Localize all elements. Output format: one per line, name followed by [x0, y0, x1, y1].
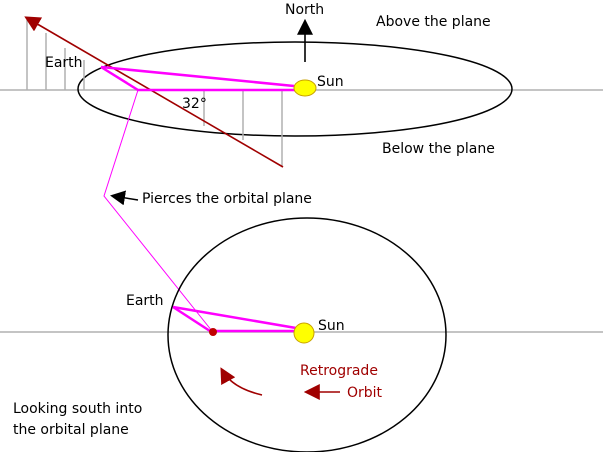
- looking-south-label-1: Looking south into: [13, 401, 142, 417]
- looking-south-label-2: the orbital plane: [13, 422, 129, 438]
- orbital-ellipse-bottom: [167, 217, 447, 452]
- earth-dot: [209, 328, 217, 336]
- piercing-path: [103, 89, 213, 332]
- orbit-label: Orbit: [347, 385, 383, 401]
- angle-label: 32°: [182, 96, 207, 112]
- sun-label-bottom: Sun: [318, 318, 345, 334]
- below-plane-label: Below the plane: [382, 141, 495, 157]
- retrograde-curve-arrow: [220, 367, 263, 396]
- sun-label-top: Sun: [317, 74, 344, 90]
- radius-lines-bottom: [172, 305, 297, 333]
- sun-bottom: [293, 322, 315, 344]
- projection-lines: [26, 20, 283, 167]
- sun-top: [293, 79, 317, 97]
- comet-trajectory: [24, 16, 284, 168]
- above-plane-label: Above the plane: [376, 14, 491, 30]
- earth-label-top: Earth: [45, 55, 83, 71]
- earth-label-bottom: Earth: [126, 293, 164, 309]
- orbital-ellipse-top: [77, 41, 513, 137]
- pierces-label: Pierces the orbital plane: [142, 191, 312, 207]
- north-label: North: [285, 2, 324, 18]
- pierces-pointer-arrow: [110, 190, 139, 206]
- retrograde-label: Retrograde: [300, 363, 378, 379]
